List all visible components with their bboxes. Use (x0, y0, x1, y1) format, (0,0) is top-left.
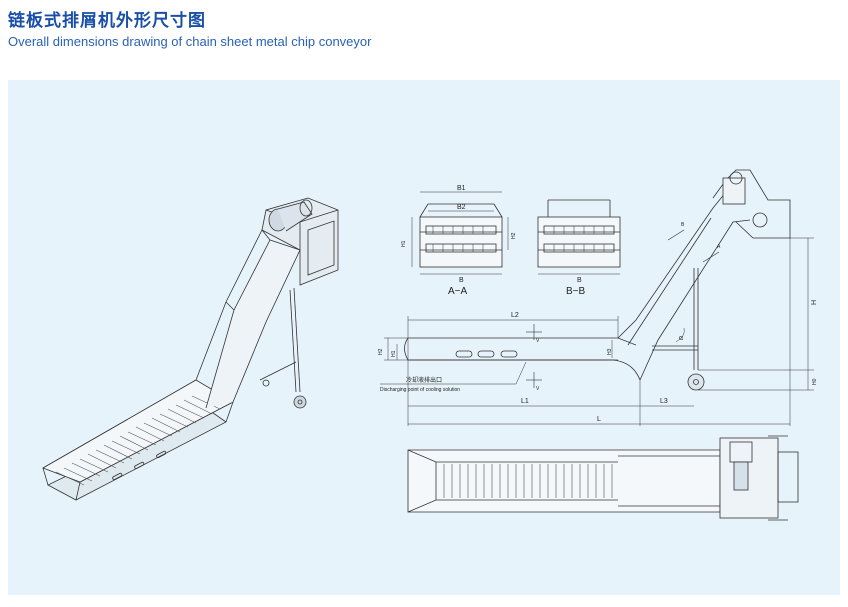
caster-wheel-icon (293, 395, 307, 409)
marker-v2-label: V (536, 386, 540, 392)
dim-h-label: H (811, 300, 818, 305)
dim-l-label: L (597, 416, 601, 423)
page-subtitle: Overall dimensions drawing of chain shee… (8, 34, 372, 49)
dim-h2-label-aa: H2 (511, 232, 517, 239)
dim-l2-label: L2 (511, 312, 519, 319)
dim-h2-label: H2 (378, 348, 384, 355)
section-aa-caption: A−A (448, 286, 468, 297)
dim-h1-label: H1 (391, 350, 397, 357)
marker-b-label: B (681, 222, 685, 228)
dim-b-label-aa: B (459, 277, 464, 284)
plan-view (407, 435, 799, 521)
discharge-label-cn: 冷却液排出口 (406, 376, 442, 384)
marker-v1-label: V (536, 338, 540, 344)
dim-l1-label: L1 (521, 398, 529, 405)
dim-l3-label: L3 (660, 398, 668, 405)
section-aa (411, 191, 509, 275)
dim-b2-label: B2 (457, 204, 466, 211)
drawing-panel: B1 B2 B H1 H2 A−A B B−B L2 L1 L3 L H H0 … (8, 80, 840, 595)
dim-h1-label-aa: H1 (401, 240, 407, 247)
dim-h0-label: H0 (812, 378, 818, 385)
marker-a-label: A (717, 244, 721, 250)
dim-b1-label: B1 (457, 185, 466, 192)
page-title: 链板式排屑机外形尺寸图 (8, 11, 206, 31)
side-elevation (380, 169, 814, 426)
dimension-drawing: B1 B2 B H1 H2 A−A B B−B L2 L1 L3 L H H0 … (42, 169, 818, 521)
dim-h3-label: H3 (607, 348, 613, 355)
dim-b-label-bb: B (577, 277, 582, 284)
motor-icon (268, 199, 313, 232)
section-bb (537, 199, 621, 275)
isometric-view (42, 197, 339, 501)
section-bb-caption: B−B (566, 286, 586, 297)
angle-alpha-label: α (679, 335, 683, 342)
discharge-label-en: Discharging point of cooling solution (380, 387, 460, 393)
